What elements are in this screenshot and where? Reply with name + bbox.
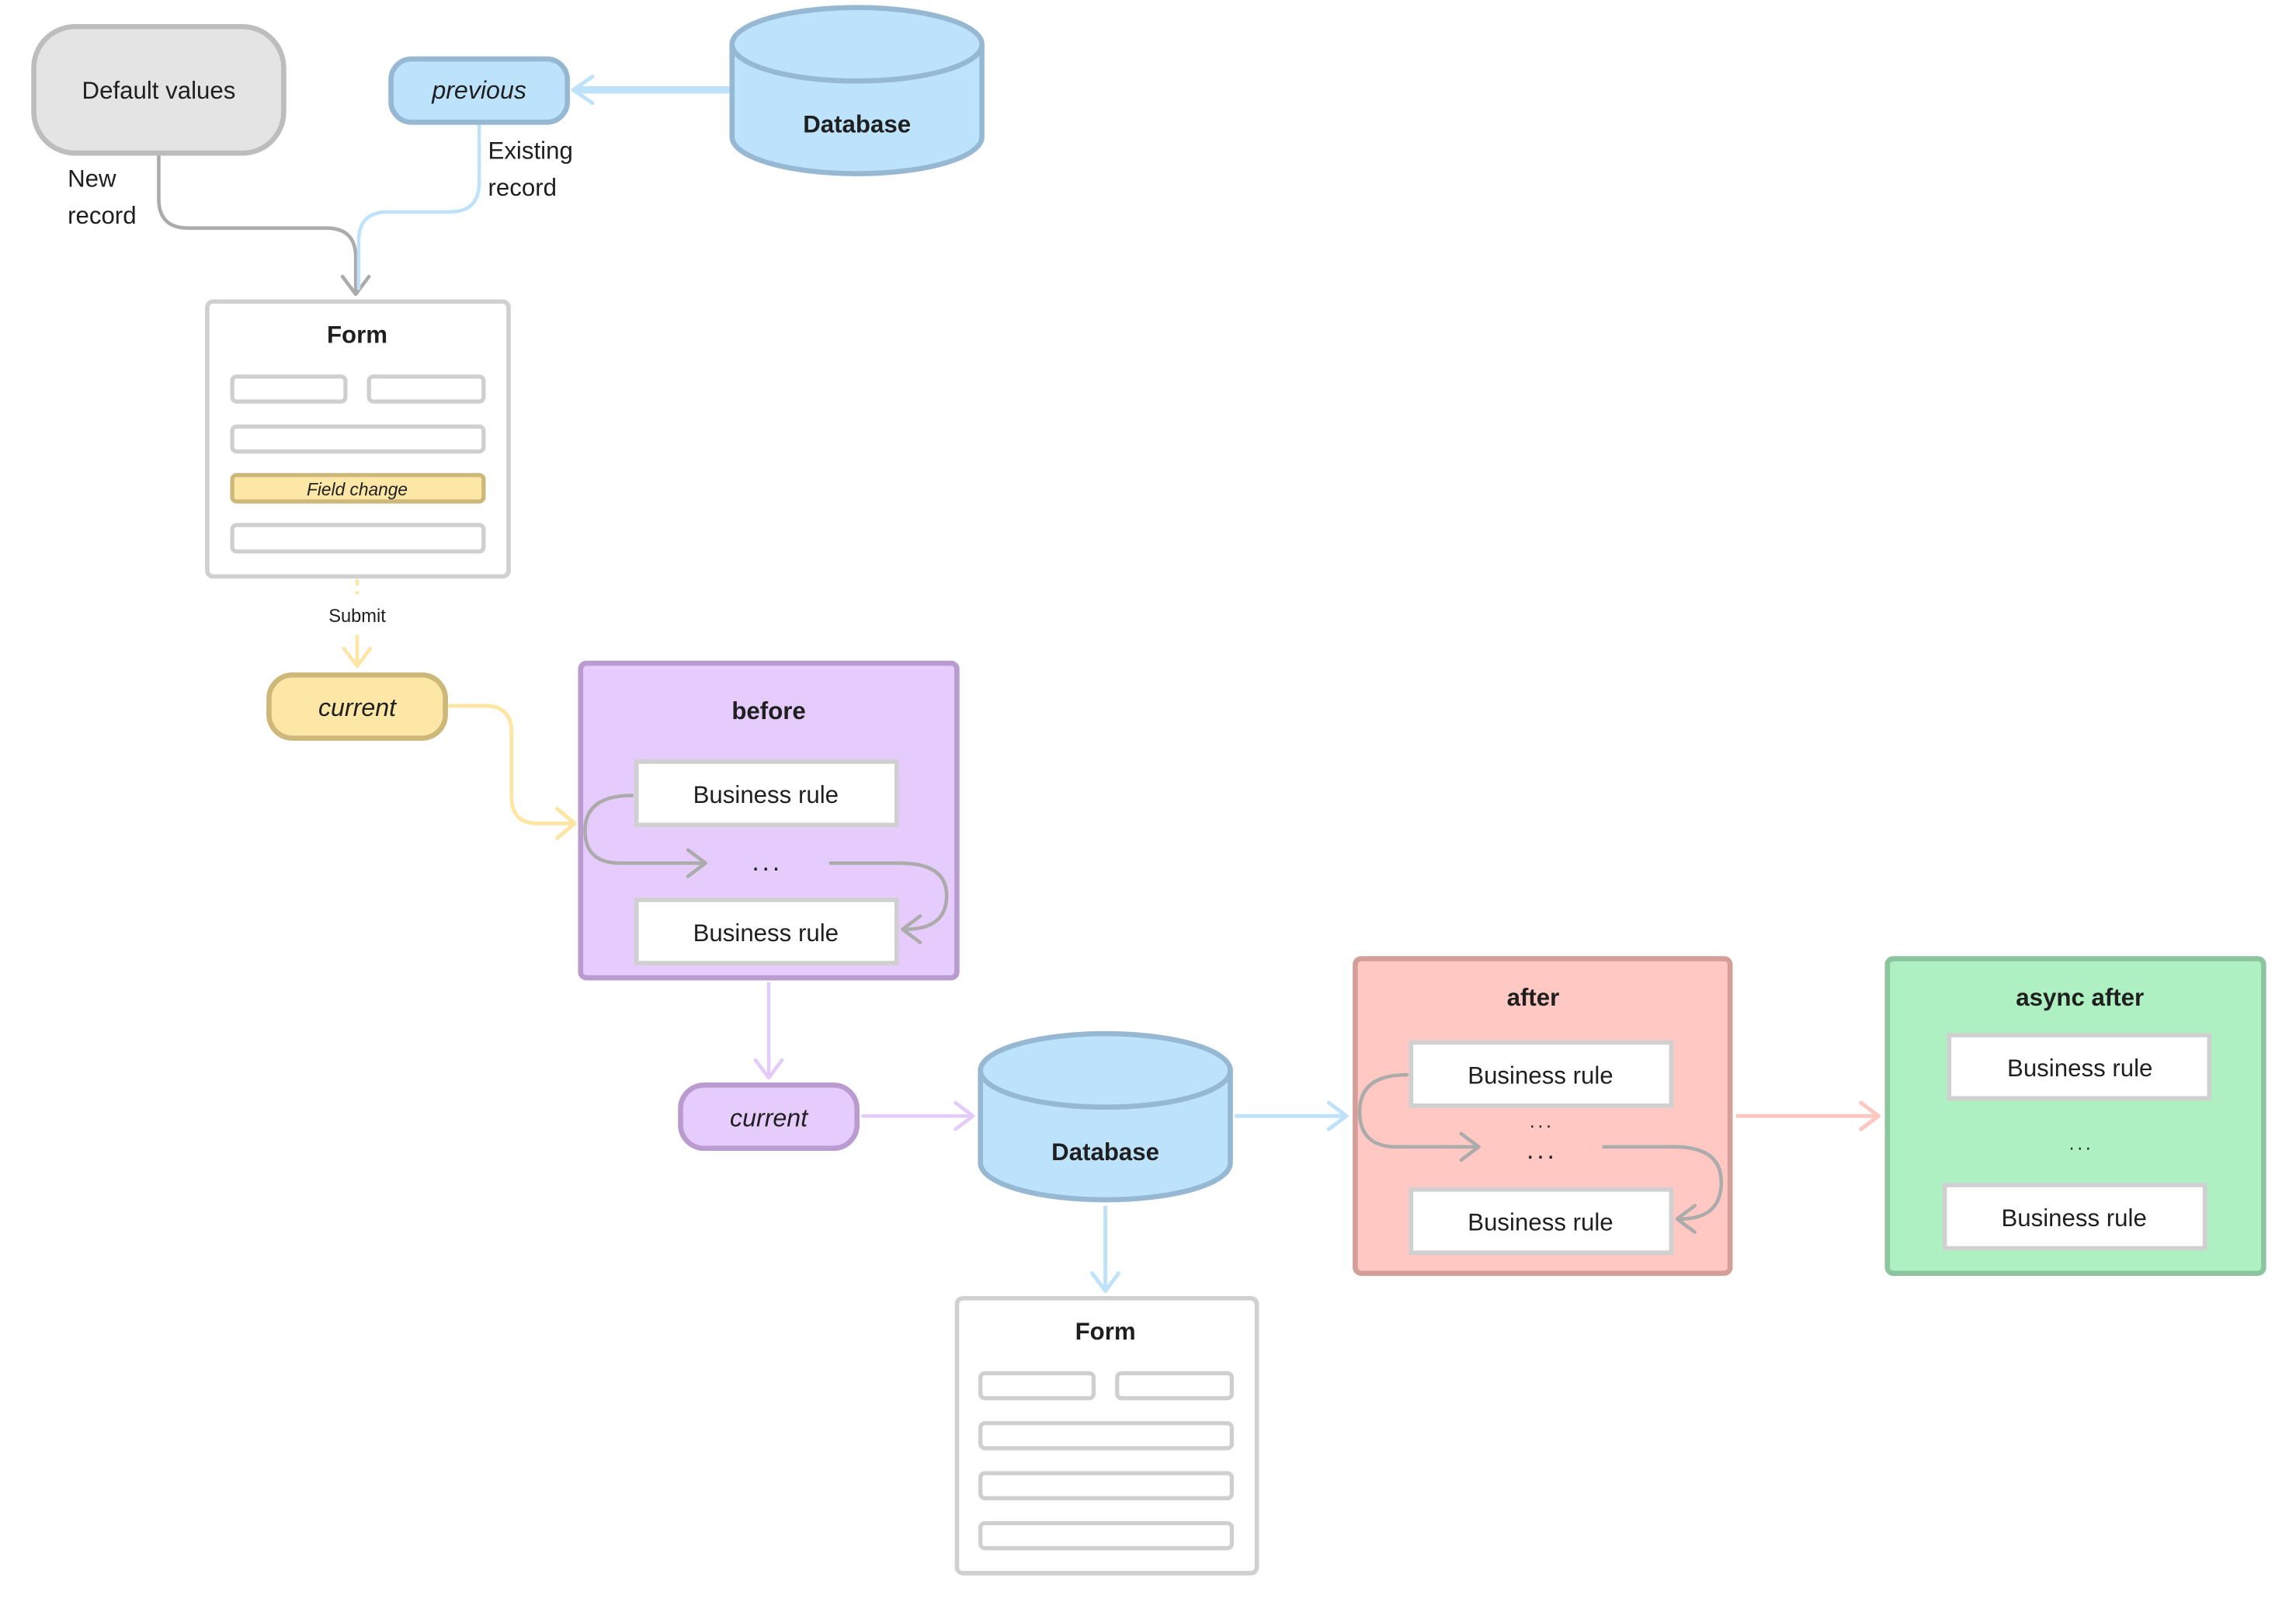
- ellipsis: ...: [2069, 1134, 2094, 1155]
- arrow-database-to-after: [1235, 1100, 1349, 1131]
- business-rule-box: [1942, 1183, 2207, 1251]
- before-title: before: [731, 697, 805, 725]
- business-rule-box: [1409, 1040, 1674, 1108]
- async-after-box: async after Business rule ... Business r…: [1884, 956, 2266, 1276]
- previous-node: previous: [388, 56, 571, 125]
- ellipsis: ...: [1527, 1135, 1558, 1165]
- arrow-database-to-form: [1090, 1205, 1121, 1293]
- arrow-previous-to-form: [356, 121, 481, 290]
- form-bottom-title: Form: [1075, 1318, 1136, 1345]
- arrow-database-to-previous: [571, 75, 731, 106]
- arrow-current-to-database: [861, 1100, 975, 1131]
- current-purple-label: current: [730, 1103, 809, 1131]
- form-field: [1115, 1371, 1235, 1401]
- database-mid-node: Database: [978, 1030, 1233, 1203]
- field-change-label: Field change: [307, 479, 408, 499]
- existing-record-label: Existing record: [488, 137, 580, 201]
- form-field: [978, 1471, 1235, 1500]
- business-rule-label: Business rule: [2007, 1055, 2152, 1082]
- business-rule-label: Business rule: [693, 919, 839, 947]
- database-top-node: Database: [729, 5, 985, 176]
- before-box: before Business rule ... Business rule: [578, 660, 960, 981]
- form-field: [978, 1421, 1235, 1451]
- business-rule-label: Business rule: [1468, 1062, 1613, 1089]
- current-yellow-label: current: [318, 693, 398, 721]
- current-yellow-node: current: [266, 672, 448, 741]
- database-top-label: Database: [803, 111, 911, 138]
- ellipsis: ...: [752, 847, 783, 877]
- business-rule-box: [634, 759, 899, 828]
- form-bottom-node: Form: [954, 1296, 1259, 1576]
- default-values-label: Default values: [82, 77, 236, 104]
- arrow-current-to-before: [447, 704, 577, 840]
- arrow-before-to-current: [753, 982, 784, 1080]
- async-after-title: async after: [2016, 984, 2144, 1011]
- form-field: [366, 374, 486, 404]
- field-change-field: [230, 473, 486, 504]
- business-rule-box: [1947, 1033, 2212, 1101]
- business-rule-label: Business rule: [1468, 1209, 1613, 1236]
- current-purple-node: current: [678, 1083, 860, 1152]
- business-rule-box: [1409, 1187, 1674, 1255]
- business-rule-label: Business rule: [693, 781, 839, 808]
- new-record-label: New record: [68, 165, 136, 229]
- form-top-node: Form Field change: [205, 299, 511, 579]
- form-field: [978, 1520, 1235, 1551]
- arrow-after-to-async-after: [1735, 1100, 1881, 1131]
- form-field: [230, 374, 348, 404]
- business-rule-box: [634, 897, 899, 966]
- after-title: after: [1507, 984, 1560, 1011]
- submit-label: Submit: [328, 606, 386, 627]
- default-values-node: Default values: [31, 24, 287, 156]
- database-mid-label: Database: [1051, 1138, 1159, 1166]
- business-rule-label: Business rule: [2001, 1204, 2146, 1232]
- form-top-title: Form: [327, 321, 387, 348]
- after-box: after Business rule ... ... Business rul…: [1353, 956, 1733, 1276]
- form-field: [230, 523, 486, 554]
- form-field: [230, 424, 486, 454]
- ellipsis: ...: [1530, 1111, 1554, 1132]
- previous-label: previous: [431, 76, 526, 104]
- arrow-form-to-current: [342, 579, 373, 669]
- arrow-default-values-to-form: [157, 151, 371, 297]
- form-field: [978, 1371, 1096, 1401]
